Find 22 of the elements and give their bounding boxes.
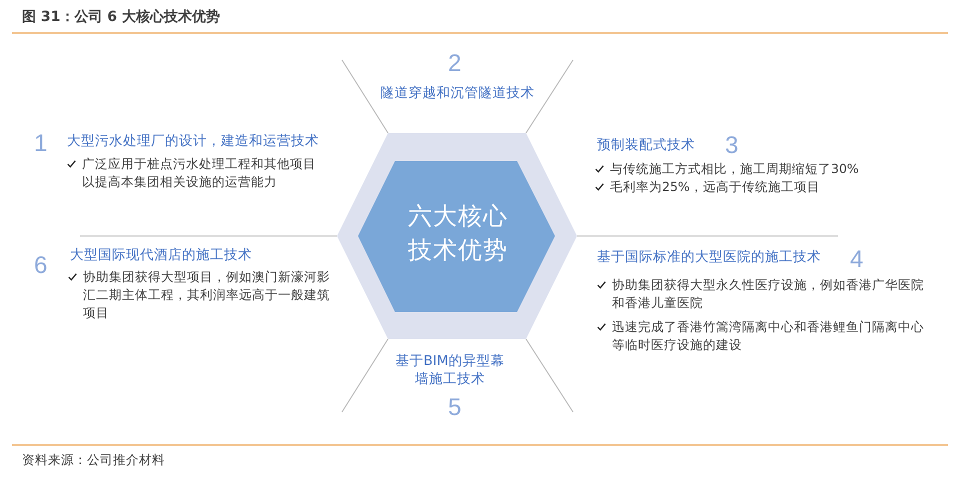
figure-title: 图 31：公司 6 大核心技术优势	[22, 8, 220, 26]
item-number: 5	[448, 394, 462, 422]
item-heading: 基于BIM的异型幕墙施工技术	[394, 352, 506, 388]
hexagon-shape	[337, 133, 577, 339]
item-number: 4	[850, 246, 864, 274]
item-heading: 大型污水处理厂的设计，建造和运营技术	[67, 132, 319, 150]
bullet-text: 协助集团获得大型项目，例如澳门新濠河影汇二期主体工程，其利润率远高于一般建筑项目	[83, 268, 331, 322]
item-number: 6	[34, 252, 48, 280]
bullet-text: 毛利率为25%，远高于传统施工项目	[610, 178, 821, 196]
source-note: 资料来源：公司推介材料	[22, 452, 165, 469]
bullet-text: 协助集团获得大型永久性医疗设施，例如香港广华医院和香港儿童医院	[612, 276, 925, 312]
bullet-text: 与传统施工方式相比，施工周期缩短了30%	[610, 160, 860, 178]
item-heading: 基于国际标准的大型医院的施工技术	[597, 248, 821, 266]
item-heading: 大型国际现代酒店的施工技术	[70, 246, 252, 264]
item-heading: 预制装配式技术	[597, 136, 695, 154]
item-number: 2	[448, 50, 462, 78]
item-number: 1	[34, 130, 48, 158]
item-number: 3	[725, 132, 738, 160]
item-heading: 隧道穿越和沉管隧道技术	[380, 84, 536, 102]
center-title: 六大核心技术优势	[407, 201, 509, 266]
bullet-text: 迅速完成了香港竹篙湾隔离中心和香港鲤鱼门隔离中心等临时医疗设施的建设	[612, 318, 925, 354]
bullet-text: 广泛应用于桩点污水处理工程和其他项目以提高本集团相关设施的运营能力	[82, 155, 317, 191]
